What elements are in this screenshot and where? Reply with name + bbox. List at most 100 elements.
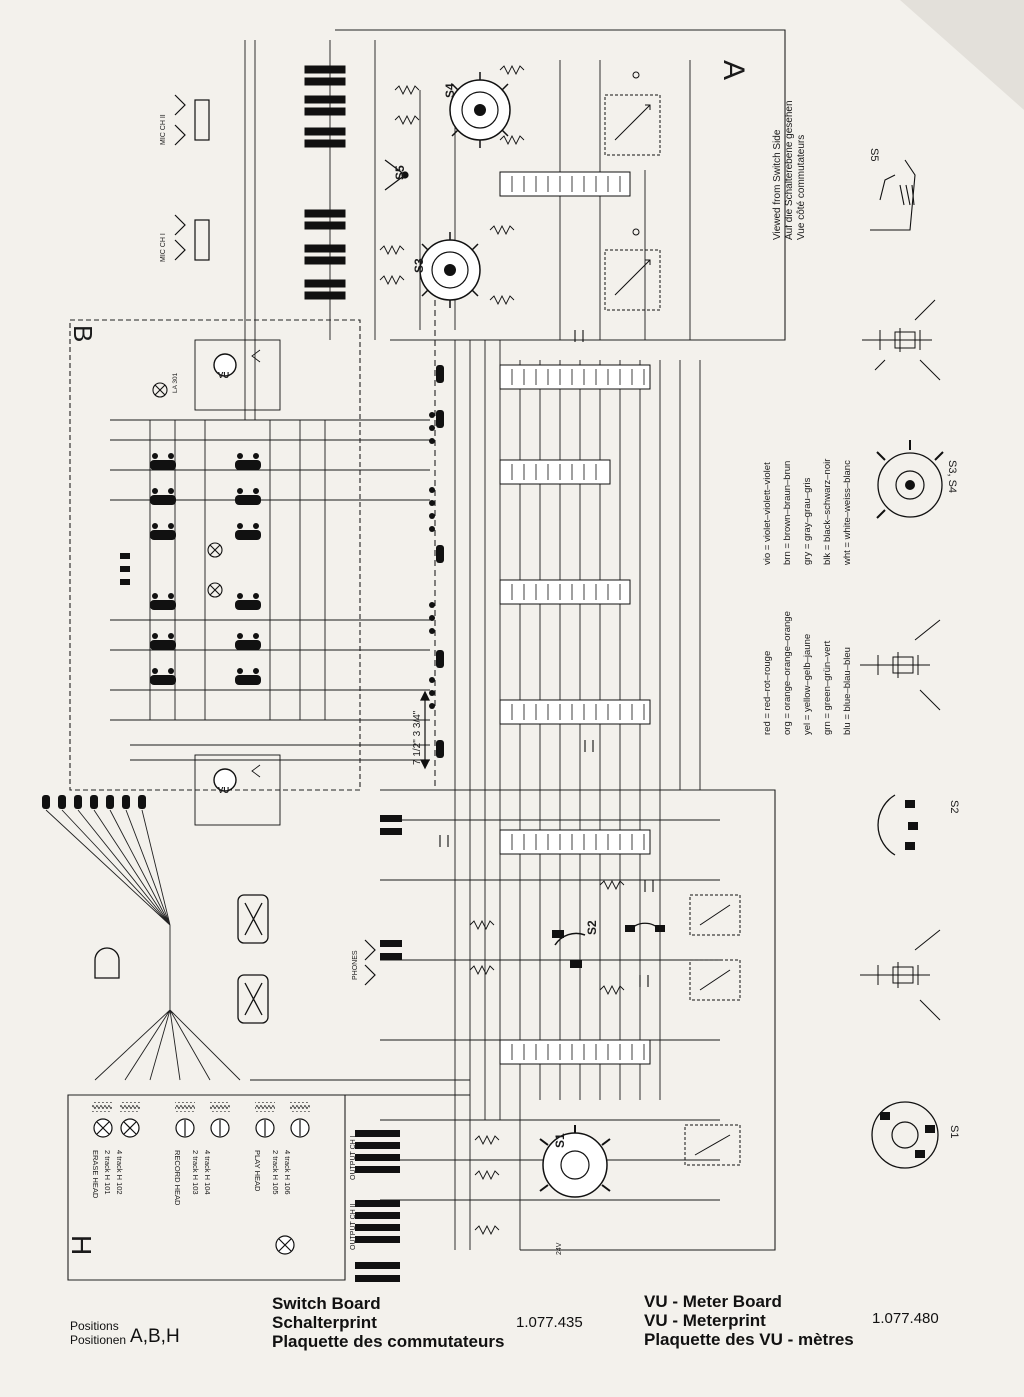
board-outlines: [67, 29, 786, 1281]
switch-label-s3: S3: [412, 258, 426, 273]
switch-board-number: 1.077.435: [516, 1314, 583, 1331]
switch-label-s4: S4: [443, 83, 457, 98]
play-head-4track: 4 track H 106: [283, 1150, 292, 1195]
rotary-switch-s4: [449, 72, 511, 148]
resistors-top: [379, 64, 525, 306]
trim-pots-a: [604, 71, 661, 311]
erase-head-4track: 4 track H 102: [115, 1150, 124, 1195]
head-coils: [92, 1102, 310, 1112]
trim-pots-bottom: [684, 894, 741, 1166]
vu-board-number: 1.077.480: [872, 1310, 939, 1327]
board-outline-b: [69, 319, 361, 791]
head-plug-row: [42, 795, 146, 809]
connector-channel1-mid: [499, 699, 651, 725]
viewed-note-fr: Vue côté commutateurs: [796, 134, 807, 240]
switch-detail-s34: [876, 440, 944, 519]
switch-detail-pots-mid: [860, 619, 941, 711]
record-head-2track: 2 track H 103: [191, 1150, 200, 1195]
capacitors: [439, 330, 654, 987]
switch-detail-s5: [870, 159, 916, 231]
switch-detail-pots-top: [862, 299, 941, 381]
mic-ch2-label: MIC CH II: [160, 114, 167, 145]
ab-terminals: [429, 412, 435, 709]
lamp-label: LA 301: [172, 372, 179, 393]
color-code-vio: vio = violet–violett–violet: [762, 462, 773, 565]
phones-jack: [364, 939, 376, 986]
color-code-blu: blu = blue–blau–bleu: [842, 647, 853, 735]
output-jacks: [355, 815, 402, 1282]
color-code-grn: grn = green–grün–vert: [822, 640, 833, 735]
voltage-label: 24V: [556, 1242, 563, 1255]
vu-board-de: VU - Meterprint: [644, 1311, 766, 1330]
input-jacks: [304, 65, 346, 300]
switch-board-fr: Plaquette des commutateurs: [272, 1332, 505, 1351]
section-label-h: H: [66, 1235, 97, 1256]
speed-arrow: [420, 690, 430, 770]
positions-de: Positionen: [70, 1333, 127, 1347]
connector-channel2-top: [499, 171, 631, 197]
vu-meter-bottom: [213, 768, 237, 792]
mic-sockets: [174, 94, 210, 261]
switch-detail-s1: [871, 1101, 939, 1169]
switch-detail-pots-low: [860, 929, 941, 1021]
tape-speed-label: 7 1/2" 3 3/4": [412, 710, 423, 765]
section-label-b: B: [68, 325, 98, 343]
erase-head-2track: 2 track H 101: [103, 1150, 112, 1195]
vu-label-top: VU: [218, 371, 230, 380]
record-head-title: RECORD HEAD: [173, 1150, 182, 1206]
color-code-wht: wht = white–weiss–blanc: [842, 460, 853, 565]
erase-head-title: ERASE HEAD: [91, 1150, 100, 1199]
b-left-terminals: [120, 553, 130, 585]
play-head-2track: 2 track H 105: [271, 1150, 280, 1195]
connector-rec-relay: [499, 459, 611, 485]
detail-label-s1: S1: [948, 1125, 960, 1139]
viewed-note-en: Viewed from Switch Side: [772, 129, 783, 240]
vu-board-en: VU - Meter Board: [644, 1292, 782, 1311]
output-ch1-label: OUTPUT CH I: [350, 1135, 357, 1180]
detail-label-s5: S5: [868, 148, 880, 162]
color-code-yel: yel = yellow–gelb–jaune: [802, 633, 813, 735]
switch-board-de: Schalterprint: [272, 1313, 377, 1332]
output-ch2-label: OUTPUT CH II: [350, 1203, 357, 1250]
switch-label-s5: S5: [393, 165, 407, 180]
positions-block: Positions Positionen A,B,H: [70, 1318, 180, 1348]
play-head-title: PLAY HEAD: [253, 1150, 262, 1192]
indicator-lamps: [152, 382, 223, 598]
head-drawings: [94, 894, 269, 1024]
resistors-bottom: [469, 879, 625, 1236]
rotary-switch-s1: [539, 1125, 611, 1198]
switch-label-s2: S2: [585, 920, 599, 935]
board-outline-a: [335, 29, 786, 341]
relay-contacts: [150, 453, 261, 685]
positions-en: Positions: [70, 1319, 119, 1333]
switch-label-s1: S1: [553, 1133, 567, 1148]
connector-channel2-low: [499, 829, 651, 855]
switch-board-title: Switch Board Schalterprint Plaquette des…: [272, 1294, 504, 1351]
vu-board-fr: Plaquette des VU - mètres: [644, 1330, 854, 1349]
vu-board-title: VU - Meter Board VU - Meterprint Plaquet…: [644, 1292, 854, 1349]
color-code-blk: blk = black–schwarz–noir: [822, 458, 833, 565]
color-code-org: org = orange–orange–orange: [782, 611, 793, 735]
positions-value: A,B,H: [130, 1326, 180, 1347]
connector-oscillator: [499, 579, 631, 605]
page-corner-shade: [900, 0, 1024, 110]
record-head-4track: 4 track H 104: [203, 1150, 212, 1195]
head-cable-fan: [45, 809, 241, 1081]
slide-switch-s5: [384, 159, 409, 191]
rotary-switch-s2: [552, 930, 586, 968]
head-symbols: [93, 1118, 310, 1255]
switch-board-en: Switch Board: [272, 1294, 381, 1313]
switch-detail-s2: [877, 794, 918, 856]
color-code-gry: gry = gray–grau–gris: [802, 477, 813, 565]
mic-ch1-label: MIC CH I: [160, 233, 167, 262]
detail-label-s34: S3, S4: [946, 460, 958, 494]
phones-label: PHONES: [352, 950, 359, 980]
vu-label-bottom: VU: [218, 786, 230, 795]
connector-channel1-low: [499, 1039, 651, 1065]
section-label-a: A: [717, 60, 750, 81]
rotary-switch-s3: [419, 232, 481, 308]
center-relay-stacks: [436, 365, 444, 758]
positions-labels: Positions Positionen: [70, 1319, 126, 1347]
